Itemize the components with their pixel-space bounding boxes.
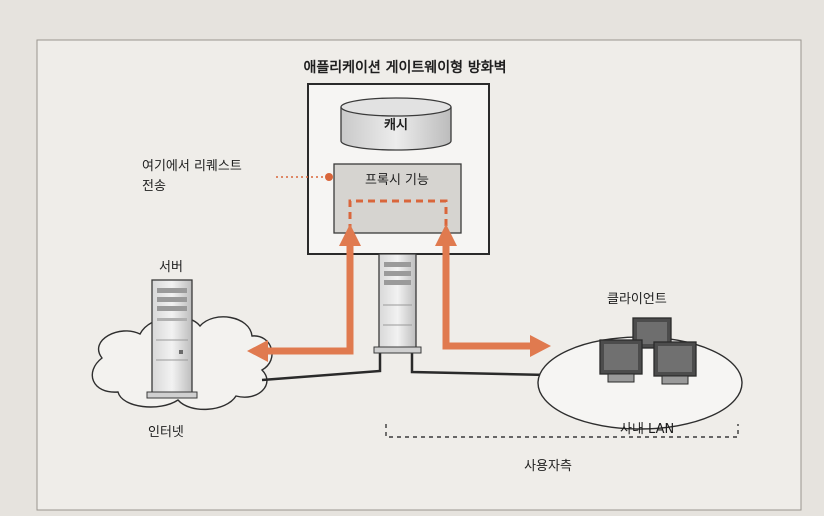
relay-note-line1: 여기에서 리퀘스트 [142, 159, 242, 174]
lan-cable [410, 352, 549, 377]
client-computers-icon [599, 317, 697, 385]
server-icon [146, 279, 198, 399]
client-label: 클라이언트 [607, 292, 667, 307]
proxy-label: 프록시 기능 [365, 173, 429, 188]
gateway-server-icon [373, 253, 422, 354]
lan-side-arrow [435, 224, 551, 357]
user-side-bracket [385, 424, 739, 438]
cache-label: 캐시 [384, 118, 408, 133]
lan-label: 사내 LAN [620, 422, 674, 437]
proxy-relay-path [348, 199, 448, 231]
relay-note-dot [325, 173, 333, 181]
server-label: 서버 [159, 260, 183, 275]
internet-side-arrow [247, 224, 361, 362]
internet-label: 인터넷 [148, 425, 184, 440]
relay-note-line2: 전송 [142, 179, 166, 194]
internet-cable [261, 352, 382, 382]
user-side-label: 사용자측 [524, 459, 572, 474]
cache-icon [340, 97, 452, 151]
firewall-title: 애플리케이션 게이트웨이형 방화벽 [304, 59, 507, 76]
proxy-function-box [333, 163, 462, 234]
